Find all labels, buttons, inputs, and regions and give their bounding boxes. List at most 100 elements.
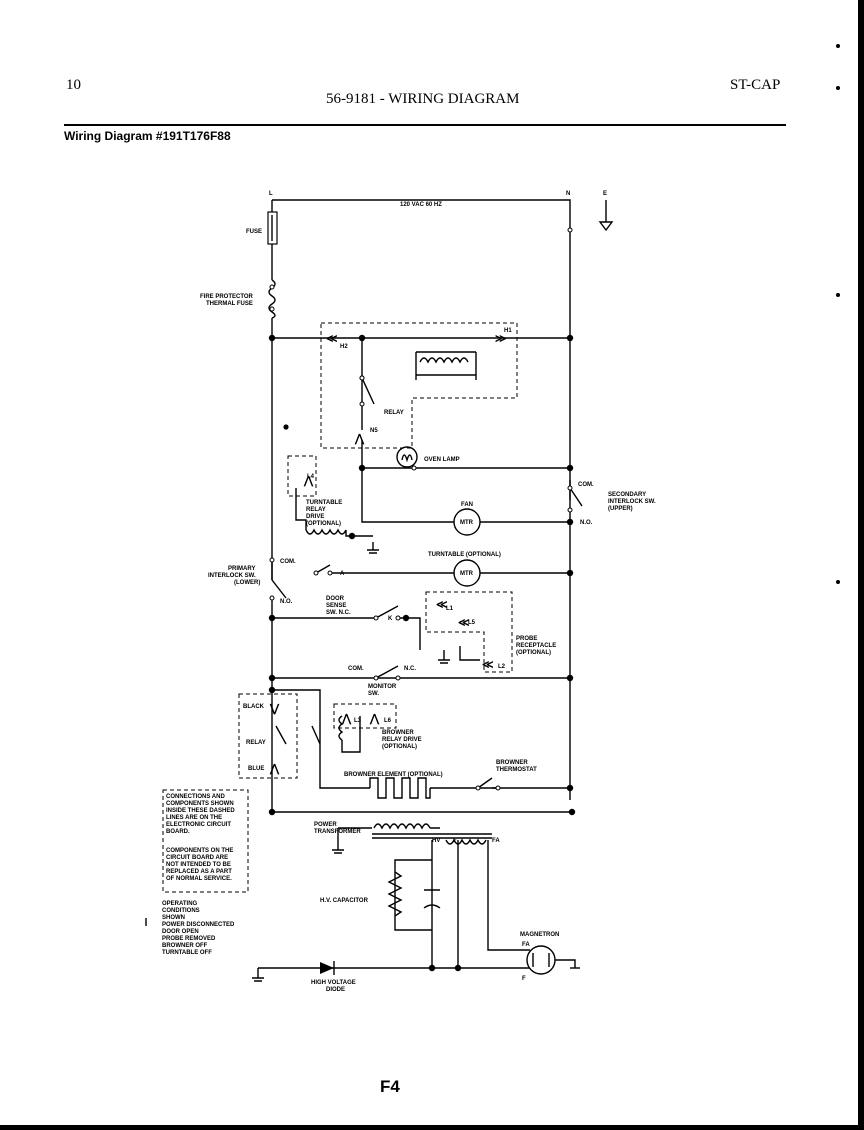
svg-text:≪: ≪ bbox=[482, 659, 494, 671]
operating-note-line: POWER DISCONNECTED bbox=[162, 922, 235, 928]
browner-element bbox=[369, 777, 431, 799]
hv-capacitor-label: H.V. CAPACITOR bbox=[320, 898, 369, 904]
capacitor-loop bbox=[394, 859, 432, 931]
open-terminals bbox=[269, 227, 573, 791]
l5-label: L5 bbox=[468, 620, 476, 626]
turntable-relay-label-3: DRIVE bbox=[306, 514, 324, 520]
margin-mark bbox=[836, 293, 840, 297]
secondary-no-label: N.O. bbox=[580, 520, 593, 526]
monitor-label-2: SW. bbox=[368, 691, 379, 697]
svg-text:≪: ≪ bbox=[436, 599, 448, 611]
note-line: ELECTRONIC CIRCUIT bbox=[166, 822, 231, 828]
monitor-com-label: COM. bbox=[348, 666, 364, 672]
l3-label: L3 bbox=[354, 718, 362, 724]
svg-text:≫: ≫ bbox=[495, 333, 507, 345]
door-sense-label-2: SENSE bbox=[326, 603, 346, 609]
operating-note-line: DOOR OPEN bbox=[162, 929, 199, 935]
svg-text:⋀: ⋀ bbox=[369, 713, 380, 725]
relay-h1-label: H1 bbox=[504, 328, 512, 334]
note-line: LINES ARE ON THE bbox=[166, 815, 222, 821]
thermostat-label: BROWNER bbox=[496, 760, 528, 766]
l2-label: L2 bbox=[498, 664, 506, 670]
circuit-board-outlines bbox=[162, 322, 518, 893]
monitor-label: MONITOR bbox=[368, 684, 397, 690]
thermostat-label-2: THERMOSTAT bbox=[496, 767, 537, 773]
primary-com-label: COM. bbox=[280, 559, 296, 565]
junction-dots bbox=[268, 334, 576, 972]
l1-label: L1 bbox=[446, 606, 454, 612]
door-sense-label-3: SW. N.C. bbox=[326, 610, 351, 616]
note-line: REPLACED AS A PART bbox=[166, 869, 232, 875]
switches bbox=[271, 480, 583, 789]
hv-label: HV bbox=[432, 838, 440, 844]
doc-code: ST-CAP bbox=[730, 77, 781, 93]
ground-symbols bbox=[252, 200, 614, 982]
turntable-mtr-label: MTR bbox=[460, 571, 474, 577]
browner-relay-label: BROWNER bbox=[382, 730, 414, 736]
probe-label-2: RECEPTACLE bbox=[516, 643, 556, 649]
hv-diode-label-2: DIODE bbox=[326, 987, 345, 993]
turntable-relay-label: TURNTABLE bbox=[306, 500, 342, 506]
magnetron-label: MAGNETRON bbox=[520, 932, 559, 938]
resistor bbox=[387, 871, 403, 917]
fire-protector-label-2: THERMAL FUSE bbox=[206, 301, 253, 307]
magnetron-f-label: F bbox=[522, 976, 526, 982]
l4-label: L4 bbox=[307, 474, 315, 480]
primary-interlock-label-2: INTERLOCK SW. bbox=[208, 573, 256, 579]
contact-a-label: A bbox=[340, 571, 345, 577]
margin-mark bbox=[836, 86, 840, 90]
relay-h2-label: H2 bbox=[340, 344, 348, 350]
oven-lamp-label: OVEN LAMP bbox=[424, 457, 460, 463]
power-transformer-label: POWER bbox=[314, 822, 337, 828]
fa-line bbox=[487, 840, 530, 951]
operating-note-line: PROBE REMOVED bbox=[162, 936, 216, 942]
hv-diode-label: HIGH VOLTAGE bbox=[311, 980, 356, 986]
browner-line bbox=[272, 689, 370, 789]
browner-element-label: BROWNER ELEMENT (OPTIONAL) bbox=[344, 772, 443, 778]
connectors: ≪ ≫ ⋀ ⋀ ≪ ≪ ≪ ⋁ ⋀ ⋀ ⋀ bbox=[269, 333, 507, 775]
svg-text:⋀: ⋀ bbox=[341, 713, 352, 725]
probe-line bbox=[400, 617, 421, 650]
footer-label: F4 bbox=[380, 1077, 400, 1096]
note-box bbox=[162, 789, 249, 893]
oven-lamp bbox=[396, 446, 418, 468]
labels: L N E 120 VAC 60 HZ FUSE FIRE PROTECTOR … bbox=[162, 191, 656, 993]
terminal-l: L bbox=[269, 191, 273, 197]
diagram-id: Wiring Diagram #191T176F88 bbox=[64, 129, 231, 143]
door-sense-label: DOOR bbox=[326, 596, 345, 602]
note-line: OF NORMAL SERVICE. bbox=[166, 876, 232, 882]
terminal-n: N bbox=[566, 191, 570, 197]
turntable-relay-label-2: RELAY bbox=[306, 507, 326, 513]
probe-label: PROBE bbox=[516, 636, 537, 642]
margin-mark bbox=[836, 580, 840, 584]
terminal-e: E bbox=[603, 191, 607, 197]
note-line: COMPONENTS ON THE bbox=[166, 848, 233, 854]
browner-relay-text: RELAY bbox=[246, 740, 266, 746]
coils bbox=[295, 488, 480, 753]
secondary-interlock-label-2: INTERLOCK SW. bbox=[608, 499, 656, 505]
svg-text:⋀: ⋀ bbox=[303, 475, 314, 487]
browner-relay-label-3: (OPTIONAL) bbox=[382, 744, 417, 750]
main-wiring bbox=[258, 199, 572, 969]
fuse bbox=[267, 211, 278, 245]
hv-capacitor bbox=[423, 889, 441, 909]
relay-label: RELAY bbox=[384, 410, 404, 416]
header-rule bbox=[64, 124, 786, 126]
page-title: 56-9181 - WIRING DIAGRAM bbox=[326, 91, 520, 107]
operating-note-line: CONDITIONS bbox=[162, 908, 200, 914]
fan-mtr-label: MTR bbox=[460, 520, 474, 526]
probe-label-3: (OPTIONAL) bbox=[516, 650, 551, 656]
svg-text:⋀: ⋀ bbox=[354, 433, 365, 445]
operating-note-line: TURNTABLE OFF bbox=[162, 950, 212, 956]
monitor-nc-label: N.C. bbox=[404, 666, 416, 672]
power-transformer bbox=[372, 823, 492, 845]
turntable-motor bbox=[453, 559, 481, 587]
contact-k-label: K bbox=[388, 616, 393, 622]
l4-box bbox=[287, 455, 317, 497]
primary-interlock-label: PRIMARY bbox=[228, 566, 255, 572]
black-blue-box bbox=[238, 693, 298, 779]
primary-no-label: N.O. bbox=[280, 599, 293, 605]
black-label: BLACK bbox=[243, 704, 265, 710]
